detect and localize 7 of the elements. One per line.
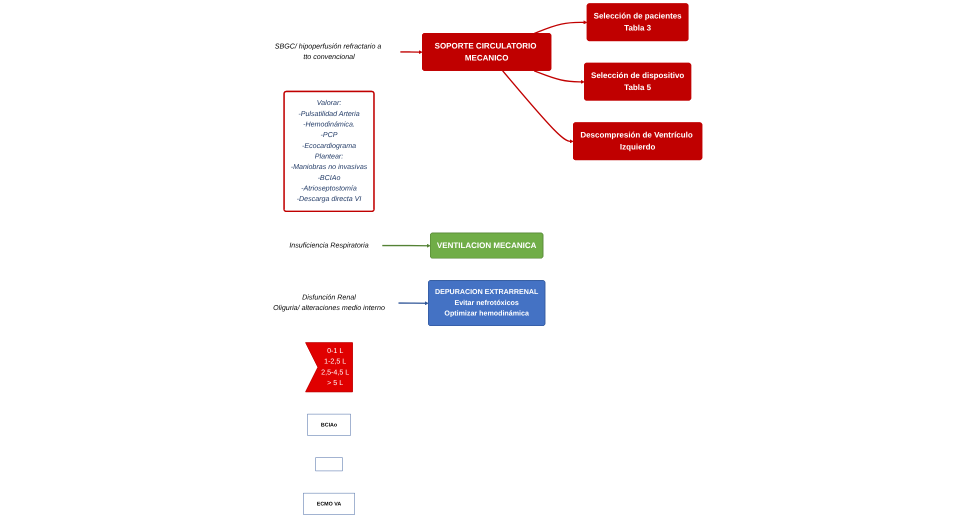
arrow (382, 244, 431, 248)
arrow (502, 70, 574, 144)
arrow (534, 20, 588, 34)
node-box (315, 457, 343, 472)
arrow (534, 70, 585, 84)
arrow (398, 301, 429, 306)
arrow (400, 50, 423, 54)
